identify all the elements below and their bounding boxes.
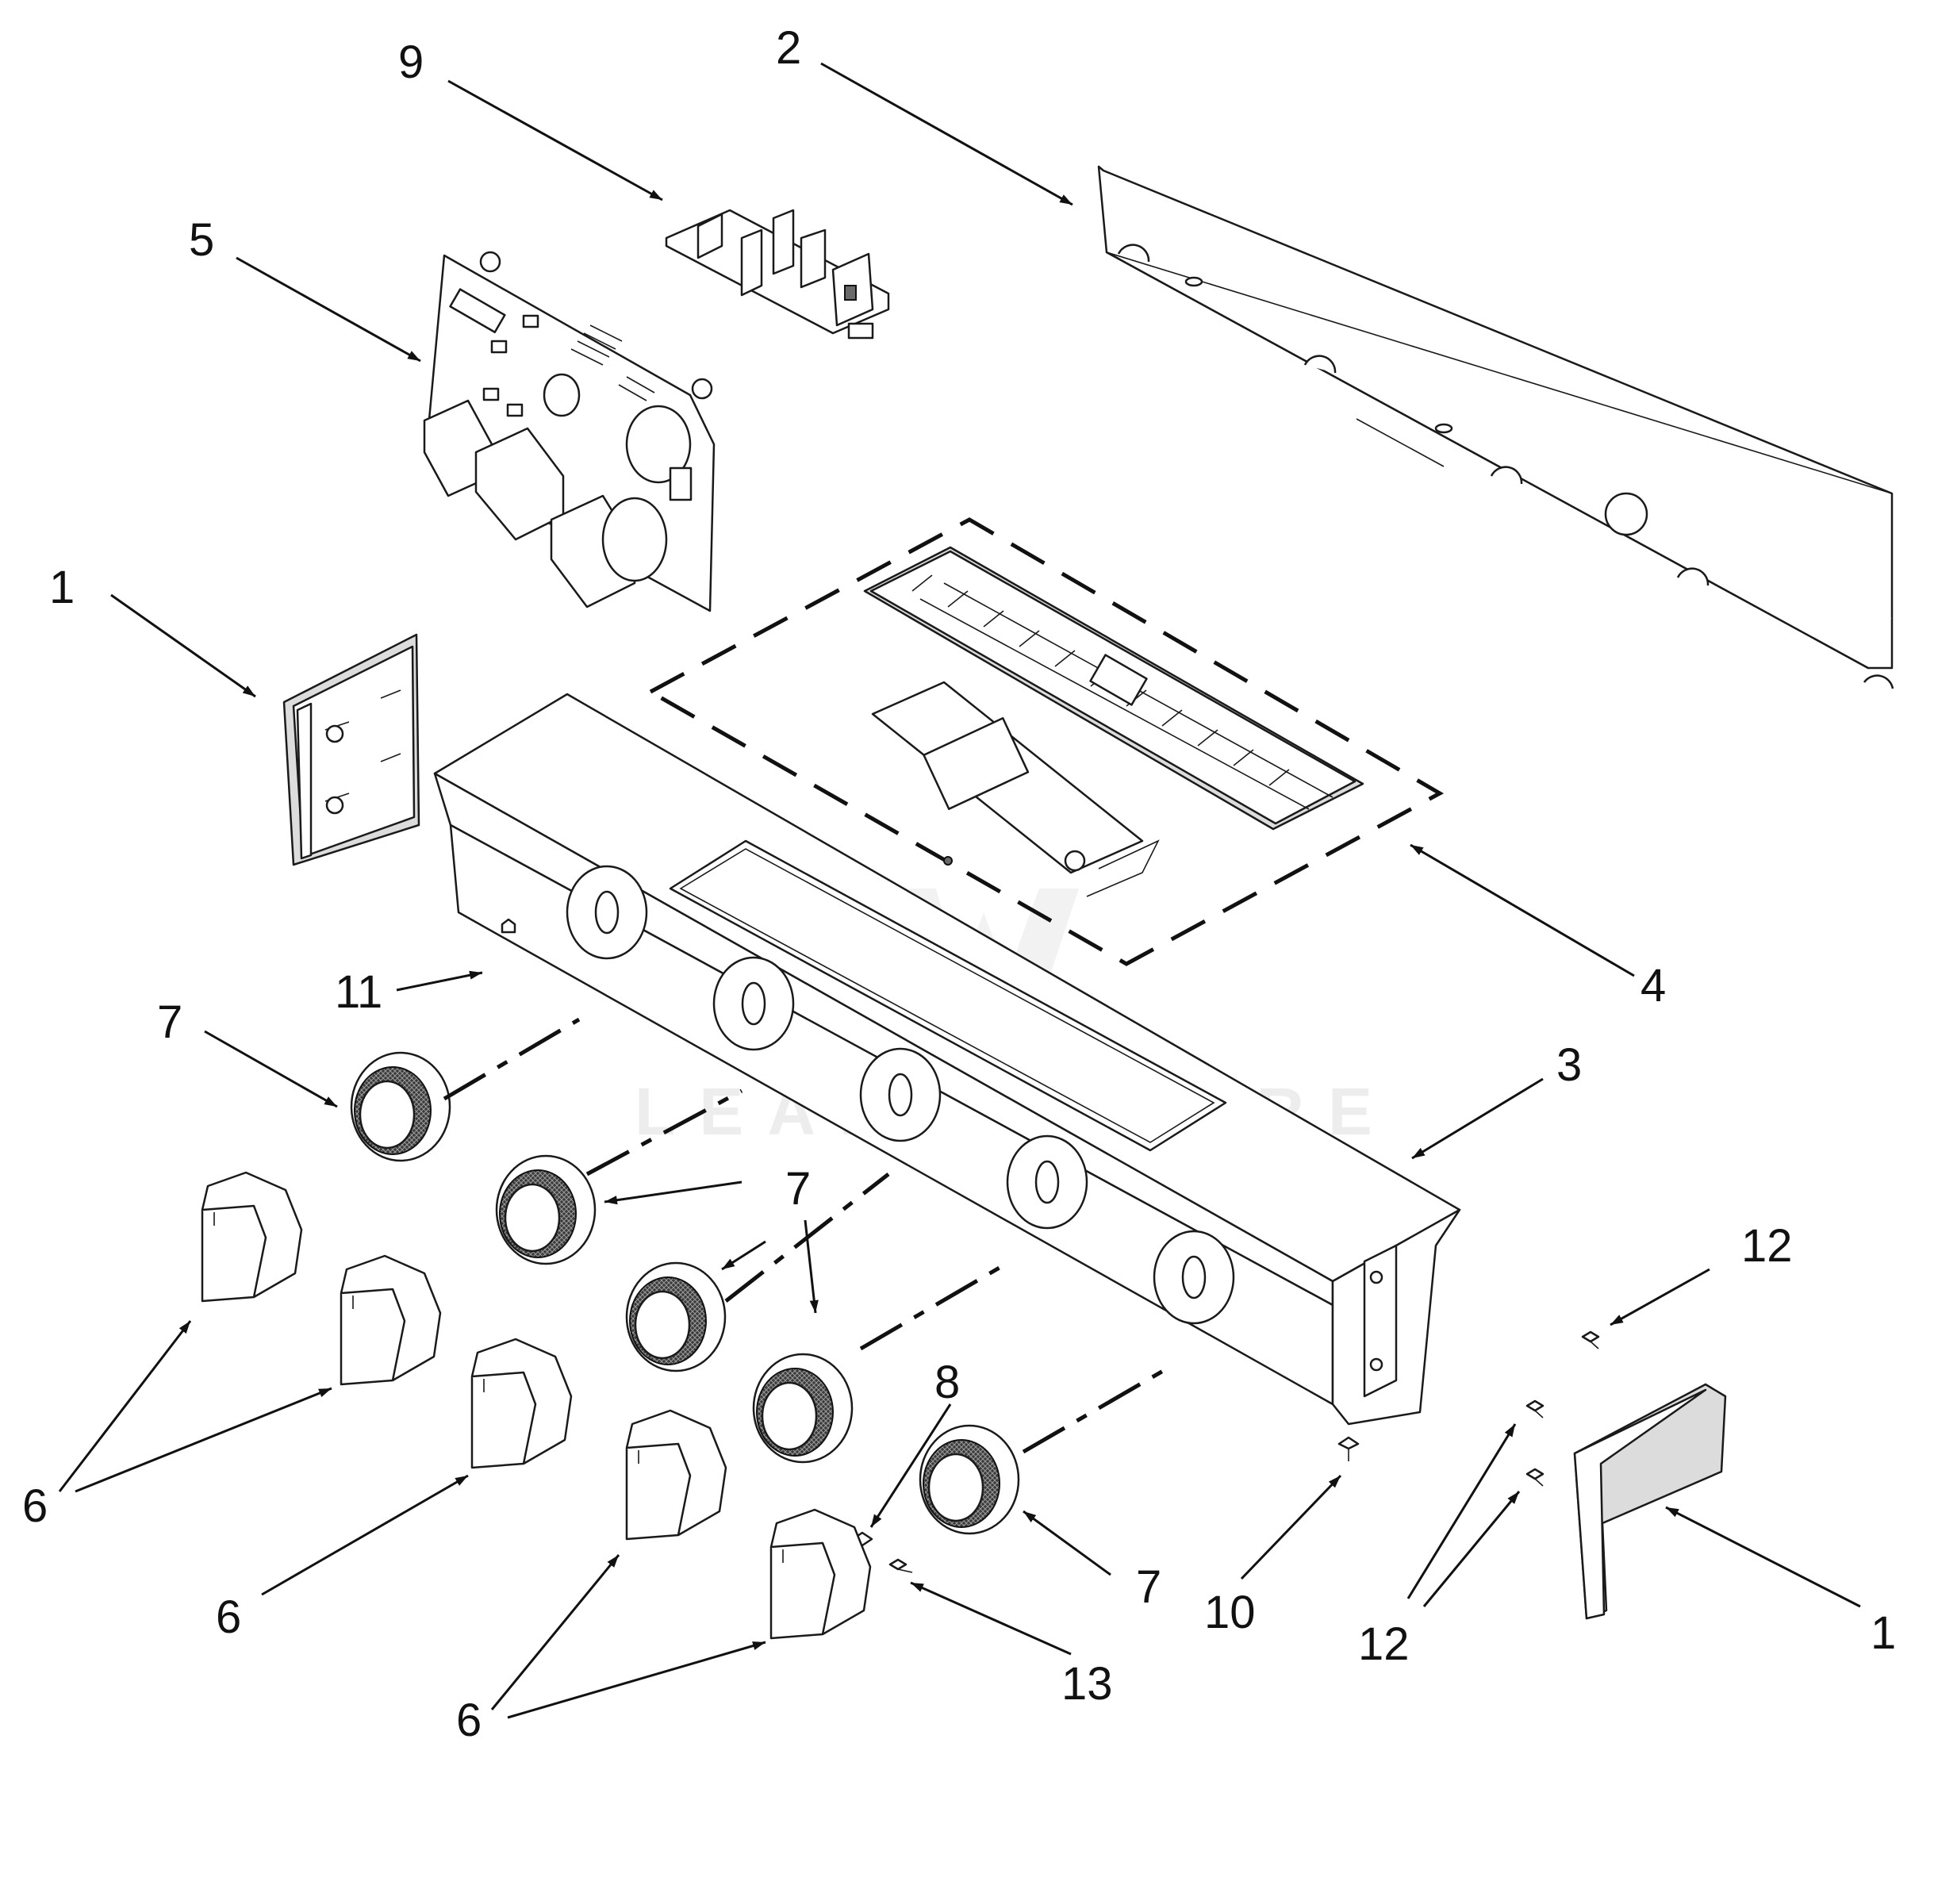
- part-11-screw: [501, 918, 516, 934]
- leader-4: [1410, 843, 1635, 977]
- knob-2: [340, 1254, 442, 1386]
- callout-11: 11: [335, 966, 382, 1018]
- part-10-screw: [1337, 1436, 1360, 1461]
- leader-1-right: [1665, 1506, 1861, 1608]
- leader-13: [910, 1581, 1072, 1656]
- leader-7-b2: [721, 1240, 766, 1271]
- leader-3: [1411, 1077, 1544, 1160]
- callout-12-a: 12: [1741, 1220, 1793, 1272]
- knob-5: [769, 1508, 872, 1640]
- callout-9: 9: [398, 36, 424, 88]
- bezel-3: [625, 1261, 727, 1372]
- part-9-terminal-block: [665, 209, 890, 340]
- leader-7-c: [1023, 1510, 1111, 1576]
- bezel-1: [350, 1051, 451, 1162]
- keypad-keys: [911, 574, 1333, 810]
- leader-5: [236, 256, 421, 363]
- bezel-5: [919, 1424, 1020, 1535]
- callout-6-c: 6: [456, 1695, 482, 1746]
- leader-6-a1: [58, 1320, 192, 1492]
- knob-3: [470, 1338, 573, 1469]
- leader-7-b1: [604, 1180, 743, 1205]
- leader-12-b2: [1422, 1491, 1521, 1607]
- leader-7-a: [204, 1030, 338, 1108]
- part-12-screws: [1525, 1330, 1600, 1487]
- leader-11: [396, 970, 483, 992]
- knob-holes: [566, 865, 1235, 1325]
- leader-1-left: [110, 593, 256, 698]
- callout-7-c: 7: [1136, 1561, 1161, 1613]
- bezel-4: [752, 1353, 854, 1464]
- leader-12-b1: [1406, 1423, 1517, 1599]
- callout-labels: 9 2 5 1 4 3 11 7 7 7 8 13 10 12 12 1 6 6…: [22, 22, 1896, 1746]
- bezel-2: [495, 1154, 597, 1265]
- callout-1-left: 1: [49, 562, 75, 613]
- leader-7-b3: [804, 1219, 819, 1314]
- callout-4: 4: [1640, 960, 1666, 1012]
- callout-5: 5: [189, 214, 214, 266]
- leader-9: [447, 79, 663, 202]
- callout-3: 3: [1556, 1039, 1582, 1091]
- part-2-rear-bracket: [1097, 165, 1894, 689]
- part-3-control-panel: [433, 693, 1461, 1426]
- part-1-right-end-cap: [1573, 1383, 1727, 1620]
- callout-10: 10: [1204, 1587, 1256, 1638]
- leader-12-a: [1610, 1268, 1710, 1326]
- part-5-control-board: [423, 251, 716, 612]
- knob-1: [201, 1171, 303, 1303]
- callout-6-b: 6: [216, 1591, 241, 1643]
- knob-4: [625, 1409, 727, 1541]
- leader-6-a2: [75, 1387, 332, 1493]
- callout-6-a: 6: [22, 1480, 48, 1532]
- part-13-screw: [888, 1558, 913, 1573]
- leader-arrows: [58, 62, 1861, 1719]
- leader-2: [820, 62, 1073, 206]
- callout-12-b: 12: [1358, 1618, 1410, 1670]
- leader-10: [1240, 1474, 1342, 1580]
- callout-1-right: 1: [1871, 1607, 1896, 1659]
- leader-6-c1: [490, 1554, 620, 1710]
- callout-13: 13: [1061, 1658, 1113, 1710]
- callout-7-a: 7: [157, 996, 182, 1048]
- callout-7-b: 7: [785, 1163, 811, 1215]
- part-1-left-end-cap: [282, 633, 420, 866]
- part-4-keypad-assembly: [646, 517, 1445, 966]
- part-7-bezels: [350, 1051, 1020, 1535]
- callout-2: 2: [776, 22, 801, 74]
- leader-6-c2: [507, 1641, 766, 1719]
- leader-8: [869, 1403, 952, 1528]
- part-6-knobs: [201, 1171, 872, 1640]
- callout-8: 8: [934, 1357, 960, 1408]
- leader-6-b: [261, 1474, 469, 1596]
